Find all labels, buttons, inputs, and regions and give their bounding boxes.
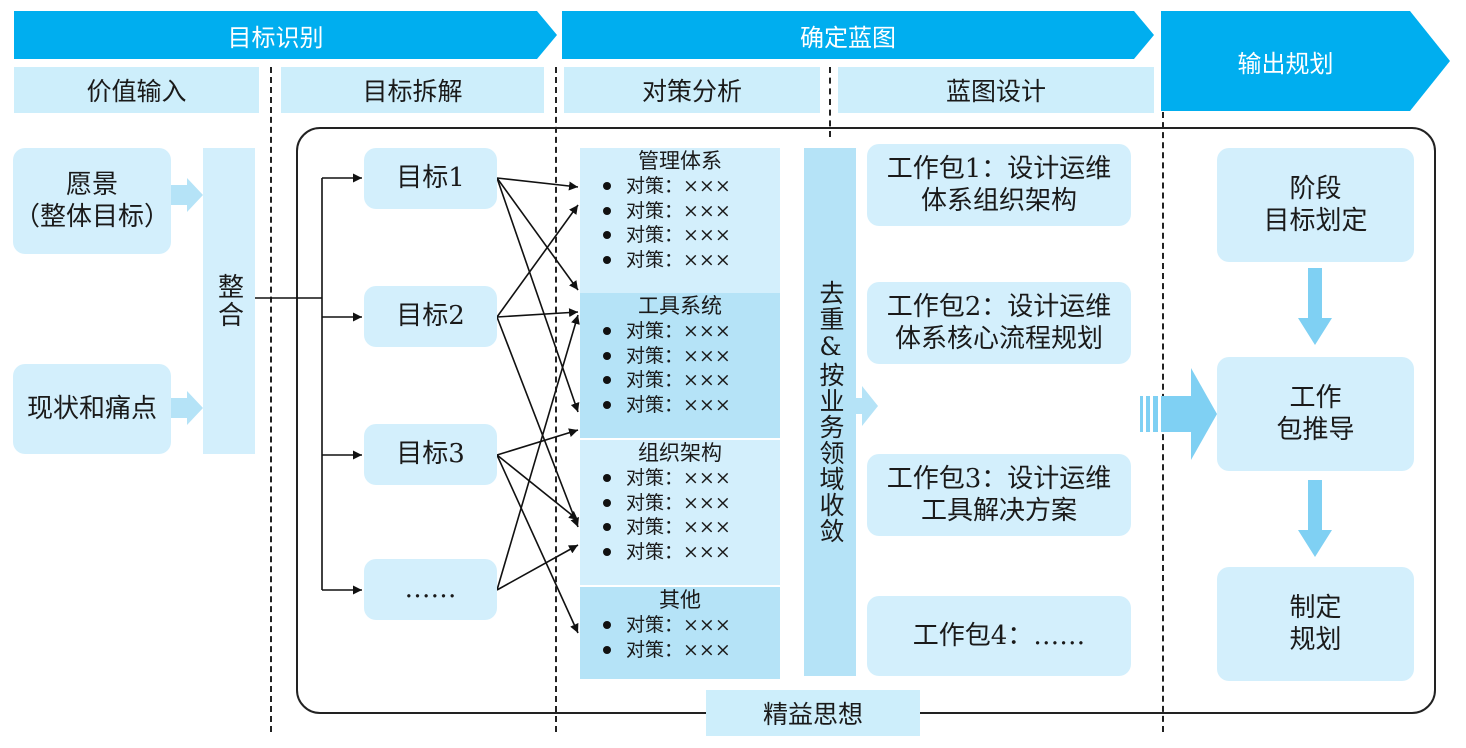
goal-box-1: 目标1 [364, 148, 497, 209]
strategy-title-organization: 组织架构 [638, 441, 722, 465]
output-step-1-line1: 阶段 [1289, 173, 1342, 204]
work-package-2-line1: 工作包2：设计运维 [886, 291, 1112, 322]
phase-output-label: 输出规划 [1237, 49, 1334, 78]
strategy-panel-tools: 工具系统 对策：××× 对策：××× 对策：××× 对策：××× [580, 293, 780, 438]
subphase-value-input: 价值输入 [14, 67, 259, 113]
arrow-dedupe-to-packages [856, 386, 878, 426]
strategy-item: 对策：××× [600, 344, 780, 369]
subphase-goal-breakdown: 目标拆解 [281, 67, 544, 113]
work-package-3-line2: 工具解决方案 [920, 496, 1077, 526]
strategy-panel-organization: 组织架构 对策：××× 对策：××× 对策：××× 对策：××× [580, 440, 780, 585]
output-step-3: 制定 规划 [1217, 567, 1414, 681]
strategy-item: 对策：××× [600, 515, 780, 540]
phase-arrow-blueprint [562, 11, 1154, 59]
strategy-item: 对策：××× [600, 466, 780, 491]
arrow-output-down-2 [1298, 480, 1332, 557]
phase-arrow-output [1161, 11, 1450, 111]
arrow-current-to-integrate [171, 391, 203, 425]
arrow-output-down-1 [1298, 268, 1332, 345]
output-step-3-line2: 规划 [1289, 625, 1342, 655]
vision-line1: 愿景 [65, 169, 118, 200]
strategy-panel-other: 其他 对策：××× 对策：××× [580, 587, 780, 679]
strategy-title-management: 管理体系 [638, 149, 722, 173]
strategy-panel-management: 管理体系 对策：××× 对策：××× 对策：××× 对策：××× [580, 148, 780, 293]
work-package-4: 工作包4：…… [867, 596, 1131, 676]
work-package-3: 工作包3：设计运维 工具解决方案 [867, 454, 1131, 536]
vision-line2: （整体目标） [13, 202, 170, 232]
strategy-item: 对策：××× [600, 491, 780, 516]
goal-box-3: 目标3 [364, 424, 497, 485]
strategy-item: 对策：××× [600, 174, 780, 199]
phase-banners [14, 11, 1450, 111]
dedupe-bar: 去重&按业务领域收敛 [804, 148, 856, 676]
strategy-title-tools: 工具系统 [638, 294, 722, 318]
strategy-item: 对策：××× [600, 638, 780, 663]
output-step-2: 工作 包推导 [1217, 357, 1414, 471]
work-package-1-line2: 体系组织架构 [920, 186, 1077, 216]
divider-2 [555, 67, 557, 732]
output-step-3-line1: 制定 [1289, 592, 1342, 623]
goal-box-2: 目标2 [364, 286, 497, 347]
strategy-item: 对策：××× [600, 199, 780, 224]
subphase-strategy-analysis: 对策分析 [564, 67, 820, 113]
phase-arrow-identify [14, 11, 557, 59]
strategy-title-other: 其他 [659, 588, 701, 612]
work-package-4-line1: 工作包4：…… [912, 620, 1086, 651]
divider-3 [829, 67, 831, 137]
output-step-1-line2: 目标划定 [1263, 206, 1368, 236]
goal-box-more: …… [364, 559, 497, 620]
output-step-1: 阶段 目标划定 [1217, 148, 1414, 262]
work-package-3-line1: 工作包3：设计运维 [886, 463, 1112, 494]
output-step-2-line2: 包推导 [1276, 415, 1355, 445]
dedupe-label: 去重&按业务领域收敛 [816, 280, 845, 544]
strategy-item: 对策：××× [600, 613, 780, 638]
subphase-blueprint-design: 蓝图设计 [838, 67, 1154, 113]
strategy-item: 对策：××× [600, 223, 780, 248]
divider-1 [270, 67, 272, 732]
phase-blueprint-label: 确定蓝图 [800, 23, 896, 52]
arrow-vision-to-integrate [171, 178, 203, 212]
work-package-1: 工作包1：设计运维 体系组织架构 [867, 144, 1131, 226]
vision-box: 愿景 （整体目标） [13, 148, 171, 254]
strategy-item: 对策：××× [600, 393, 780, 418]
integrate-label: 整合 [213, 273, 244, 329]
current-state-box: 现状和痛点 [13, 364, 171, 454]
strategy-item: 对策：××× [600, 368, 780, 393]
phase-identify-label: 目标识别 [227, 23, 324, 52]
strategy-item: 对策：××× [600, 248, 780, 273]
integrate-bar: 整合 [203, 148, 255, 454]
strategy-item: 对策：××× [600, 319, 780, 344]
strategy-item: 对策：××× [600, 540, 780, 565]
output-step-2-line1: 工作 [1289, 382, 1342, 413]
arrow-packages-to-output [1140, 368, 1217, 460]
work-package-2-line2: 体系核心流程规划 [894, 324, 1103, 354]
work-package-2: 工作包2：设计运维 体系核心流程规划 [867, 282, 1131, 364]
lean-thinking-label: 精益思想 [706, 690, 920, 736]
work-package-1-line1: 工作包1：设计运维 [886, 153, 1112, 184]
